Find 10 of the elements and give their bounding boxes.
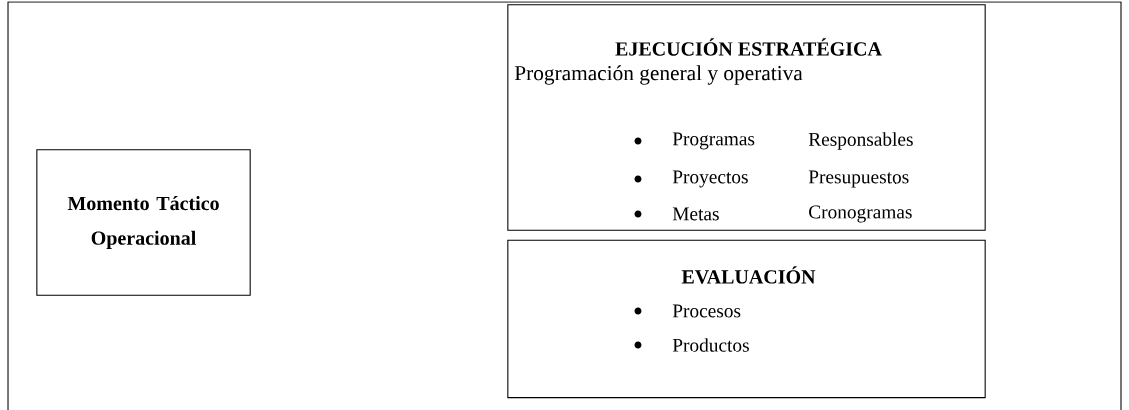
- bullet-item: Metas: [634, 207, 719, 221]
- list-item: Presupuestos: [808, 170, 909, 188]
- bullet-item: Productos: [634, 338, 749, 352]
- process-box: Momento Táctico Operacional: [36, 149, 251, 296]
- list-item: Responsables: [808, 132, 913, 150]
- bullet-item: Procesos: [634, 304, 741, 318]
- list-item: Cronogramas: [809, 205, 912, 223]
- subtitle: Programación general y operativa: [514, 65, 803, 85]
- bullet-item: Programas: [634, 132, 755, 150]
- bullet-item: Proyectos: [634, 170, 748, 188]
